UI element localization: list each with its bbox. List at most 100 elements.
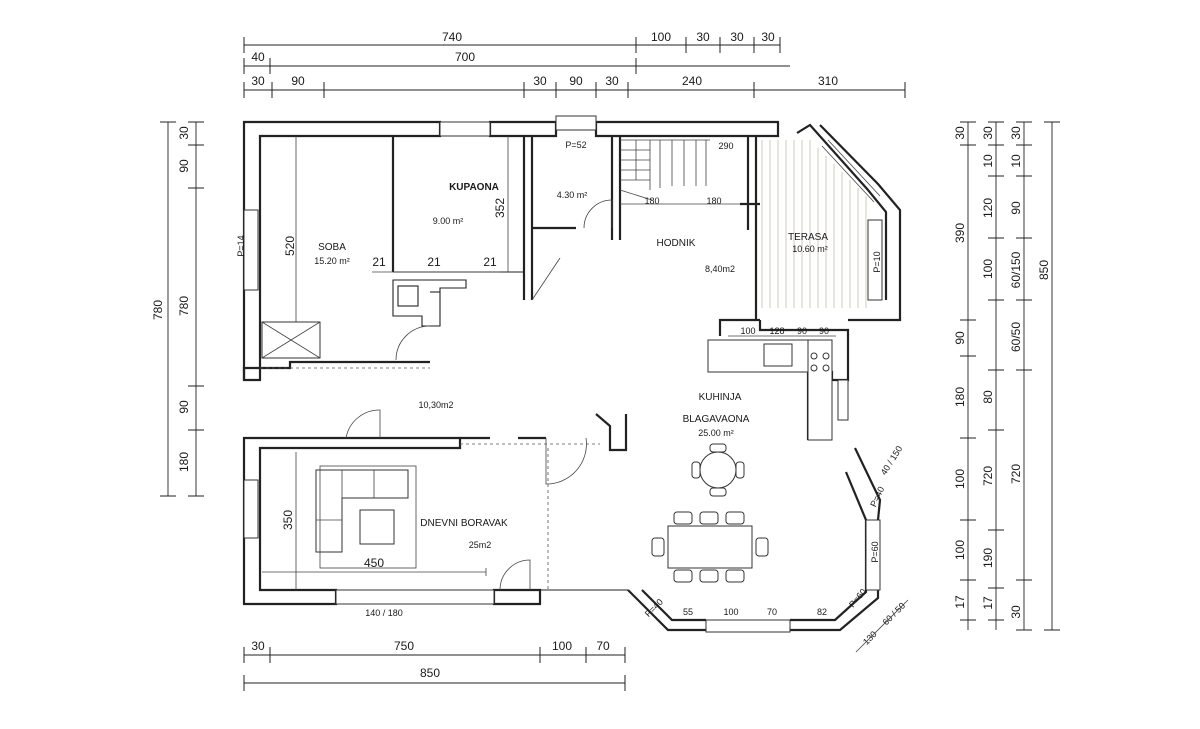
dim-290: 290: [718, 141, 733, 151]
door-arc-hall: [545, 437, 587, 485]
top-dimensions: 740 100 30 30 30 40 700 30 90 30 90 30 2…: [243, 30, 906, 98]
window-bay-east: [865, 519, 881, 591]
staircase: [619, 139, 740, 205]
furniture: [260, 136, 833, 590]
left-dimensions: 780 30 90 780 90 180: [151, 121, 204, 497]
top-dim-30d: 30: [251, 74, 265, 88]
opening-p14: P=14: [236, 235, 246, 256]
right-dimensions: 30 390 90 180 100 100 17 30 10 120 100 8…: [953, 121, 1060, 631]
room-blagavaona-area: 25.00 m²: [698, 428, 734, 438]
right-c1-100a: 100: [953, 469, 967, 489]
window-bay-south: [705, 619, 791, 633]
opening-140-180: 140 / 180: [365, 608, 403, 618]
dim-352: 352: [493, 198, 507, 218]
top-dim-30c: 30: [761, 30, 775, 44]
interior-walls: [391, 136, 760, 327]
right-c3-720: 720: [1009, 464, 1023, 484]
coffee-table: [359, 509, 395, 545]
dim-450: 450: [364, 556, 384, 570]
opening-p60: P=60: [870, 541, 880, 562]
right-c1-30: 30: [953, 126, 967, 140]
exterior-walls: [242, 120, 902, 632]
room-labels: SOBA 15.20 m² KUPAONA 9.00 m² 4.30 m² HO…: [314, 182, 828, 550]
door-hodnik: [531, 257, 561, 301]
room-wc-area: 4.30 m²: [557, 190, 588, 200]
window-living-west: [243, 479, 259, 539]
window-soba: [243, 209, 259, 291]
door-arc-living: [345, 409, 381, 439]
right-c2-30: 30: [981, 126, 995, 140]
top-dim-30f: 30: [605, 74, 619, 88]
dim-350: 350: [281, 510, 295, 530]
opening-p10: P=10: [872, 251, 882, 272]
window-wc: [555, 115, 597, 131]
door-arc-closet: [395, 325, 431, 361]
left-dim-180: 180: [177, 452, 191, 472]
dim-21a: 21: [372, 255, 386, 269]
room-soba-area: 15.20 m²: [314, 256, 350, 266]
top-dim-740: 740: [442, 30, 462, 44]
room-boravak-area: 25m2: [469, 540, 492, 550]
top-dim-700: 700: [455, 50, 475, 64]
top-dim-100: 100: [651, 30, 671, 44]
dim-bay-70: 70: [767, 607, 777, 617]
room-soba-name: SOBA: [318, 242, 346, 253]
right-c2-17: 17: [981, 596, 995, 610]
windows: [243, 115, 883, 633]
dim-kitchen-100: 100: [740, 326, 755, 336]
bottom-dimensions: 30 750 100 70 850: [243, 639, 626, 691]
right-c2-120: 120: [981, 198, 995, 218]
right-c3-90: 90: [1009, 201, 1023, 215]
left-dim-90a: 90: [177, 159, 191, 173]
room-hodnik-area: 8,40m2: [705, 264, 735, 274]
right-c1-17: 17: [953, 595, 967, 609]
room-terasa-name: TERASA: [788, 232, 828, 243]
bottom-dim-70: 70: [596, 639, 610, 653]
right-c3-60-150: 60/150: [1009, 251, 1023, 288]
window-kitchen: [837, 379, 849, 421]
window-living-south: [335, 589, 495, 605]
dim-bay-100: 100: [723, 607, 738, 617]
dining-table: [667, 525, 753, 569]
right-c3-10: 10: [1009, 154, 1023, 168]
dim-180a: 180: [644, 196, 659, 206]
door-arc-wc: [583, 199, 613, 229]
door-arc-exit: [499, 559, 531, 591]
top-dim-240: 240: [682, 74, 702, 88]
left-dim-780-inner: 780: [177, 296, 191, 316]
top-dim-30e: 30: [533, 74, 547, 88]
bottom-dim-30: 30: [251, 639, 265, 653]
right-c3-30a: 30: [1009, 126, 1023, 140]
dim-520: 520: [283, 236, 297, 256]
right-c4-850: 850: [1037, 260, 1051, 280]
right-c2-10: 10: [981, 154, 995, 168]
room-kupaona-name: KUPAONA: [449, 182, 499, 193]
right-c2-720: 720: [981, 466, 995, 486]
dim-bay-82: 82: [817, 607, 827, 617]
right-c3-30b: 30: [1009, 605, 1023, 619]
right-c2-190: 190: [981, 548, 995, 568]
room-terasa-area: 10.60 m²: [792, 244, 828, 254]
bottom-dim-750: 750: [394, 639, 414, 653]
terrace-decking: [761, 140, 867, 308]
bottom-dim-850: 850: [420, 666, 440, 680]
top-dim-90b: 90: [569, 74, 583, 88]
dim-21c: 21: [483, 255, 497, 269]
dim-kitchen-128: 128: [769, 326, 784, 336]
top-dim-30b: 30: [730, 30, 744, 44]
right-c2-100: 100: [981, 259, 995, 279]
room-hall-area: 10,30m2: [418, 400, 453, 410]
doors: [345, 199, 613, 591]
left-dim-30: 30: [177, 126, 191, 140]
room-hodnik-name: HODNIK: [657, 238, 696, 249]
dim-21b: 21: [427, 255, 441, 269]
kitchen-counter: [707, 339, 809, 373]
right-c1-390: 390: [953, 223, 967, 243]
window-kupaona: [439, 121, 491, 137]
room-boravak-name: DNEVNI BORAVAK: [420, 518, 508, 529]
room-kuhinja-name: KUHINJA: [699, 392, 742, 403]
room-kupaona-area: 9.00 m²: [433, 216, 464, 226]
top-dim-90a: 90: [291, 74, 305, 88]
sink: [763, 343, 793, 367]
